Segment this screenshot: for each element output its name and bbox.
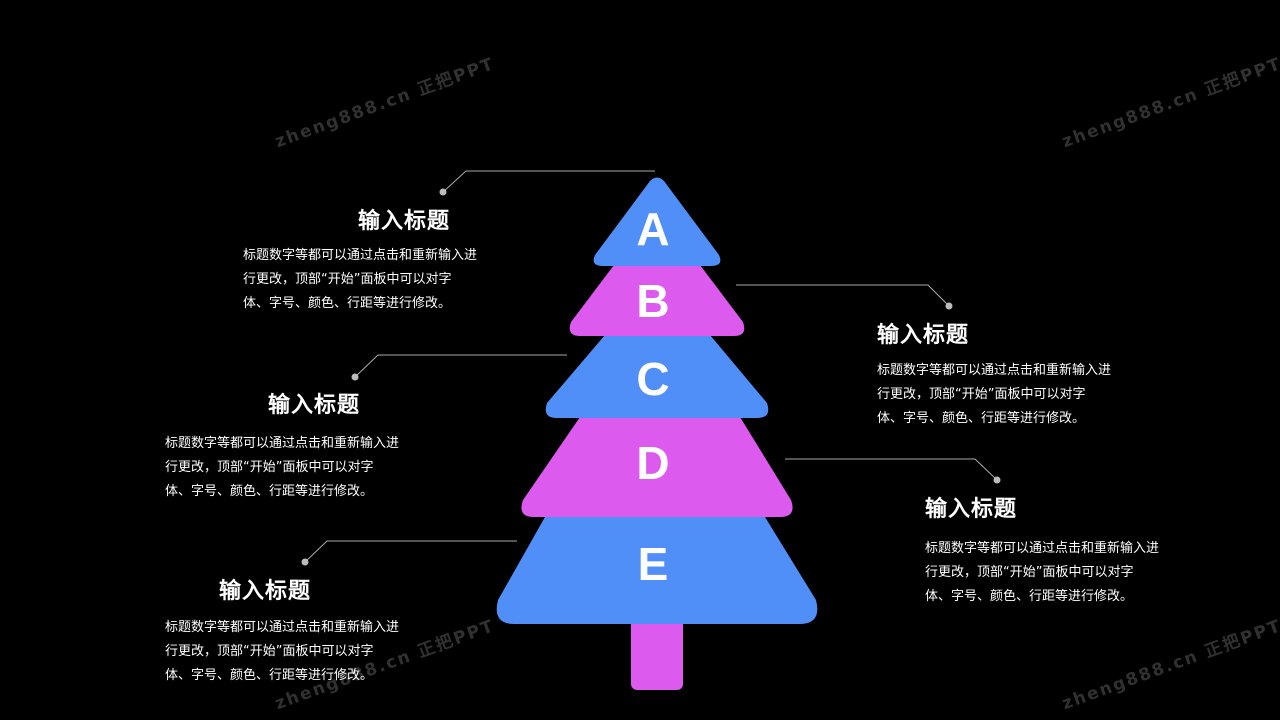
tier-e-letter: E [638, 538, 669, 590]
block-4-title: 输入标题 [925, 497, 1018, 522]
connector-dot-3 [351, 373, 359, 381]
block-5-line-3: 体、字号、颜色、行距等进行修改。 [165, 668, 374, 683]
block-3-body: 标题数字等都可以通过点击和重新输入进 行更改，顶部“开始”面板中可以对字 体、字… [165, 432, 440, 504]
connector-line-5 [304, 540, 517, 563]
block-5-title: 输入标题 [219, 579, 312, 604]
connector-line-1 [442, 170, 655, 193]
tier-c-letter: C [636, 353, 669, 405]
block-4-line-3: 体、字号、颜色、行距等进行修改。 [925, 589, 1134, 604]
tier-b-letter: B [636, 275, 669, 327]
tier-d-letter: D [636, 437, 669, 489]
block-4-line-2: 行更改，顶部“开始”面板中可以对字 [925, 565, 1134, 580]
connector-dot-5 [301, 558, 309, 566]
block-5-line-2: 行更改，顶部“开始”面板中可以对字 [165, 644, 374, 659]
connector-line-2 [736, 284, 950, 307]
block-1-line-2: 行更改，顶部“开始”面板中可以对字 [243, 272, 452, 287]
tier-c-shape [545, 335, 769, 418]
block-3-line-3: 体、字号、颜色、行距等进行修改。 [165, 484, 374, 499]
tier-a-letter: A [636, 203, 669, 255]
block-1-title: 输入标题 [358, 209, 451, 234]
block-5-body: 标题数字等都可以通过点击和重新输入进 行更改，顶部“开始”面板中可以对字 体、字… [165, 616, 440, 688]
tier-a-shape [593, 177, 721, 266]
block-2-title: 输入标题 [877, 323, 970, 348]
tree-trunk [631, 610, 683, 690]
connector-dot-2 [945, 302, 953, 310]
connector-line-4 [785, 458, 998, 481]
block-1-body: 标题数字等都可以通过点击和重新输入进 行更改，顶部“开始”面板中可以对字 体、字… [243, 244, 518, 316]
tier-b-shape [569, 265, 745, 336]
block-1-line-1: 标题数字等都可以通过点击和重新输入进 [243, 248, 478, 263]
block-2-body: 标题数字等都可以通过点击和重新输入进 行更改，顶部“开始”面板中可以对字 体、字… [877, 359, 1152, 431]
block-1-line-3: 体、字号、颜色、行距等进行修改。 [243, 296, 452, 311]
block-2-line-3: 体、字号、颜色、行距等进行修改。 [877, 411, 1086, 426]
connector-line-3 [354, 354, 567, 378]
block-2-line-2: 行更改，顶部“开始”面板中可以对字 [877, 387, 1086, 402]
tier-d-shape [521, 417, 793, 517]
block-4-line-1: 标题数字等都可以通过点击和重新输入进 [925, 541, 1160, 556]
block-3-line-2: 行更改，顶部“开始”面板中可以对字 [165, 460, 374, 475]
block-3-line-1: 标题数字等都可以通过点击和重新输入进 [165, 436, 400, 451]
block-4-body: 标题数字等都可以通过点击和重新输入进 行更改，顶部“开始”面板中可以对字 体、字… [925, 537, 1200, 609]
block-5-line-1: 标题数字等都可以通过点击和重新输入进 [165, 620, 400, 635]
block-2-line-1: 标题数字等都可以通过点击和重新输入进 [877, 363, 1112, 378]
tier-e-shape [496, 517, 818, 624]
connector-dot-1 [439, 188, 447, 196]
connector-dot-4 [993, 476, 1001, 484]
block-3-title: 输入标题 [268, 393, 361, 418]
